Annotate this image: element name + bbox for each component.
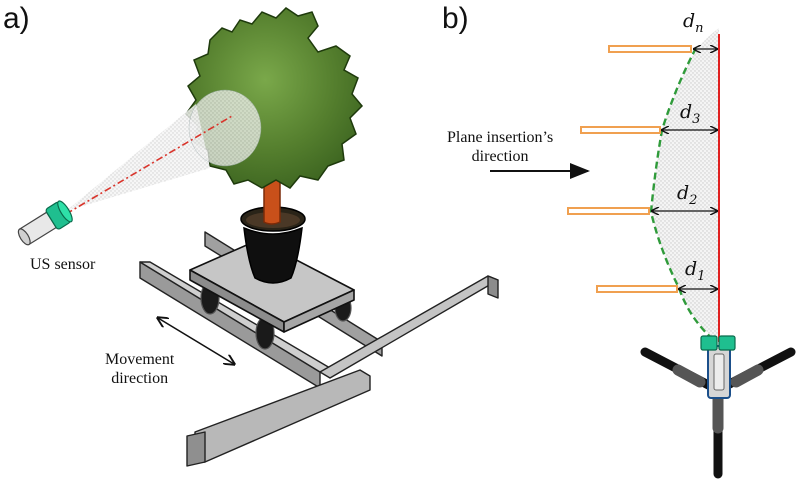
distance-arrows (652, 49, 717, 289)
beam-center-line (65, 115, 233, 215)
beam-footprint (188, 89, 262, 167)
sensor-label: US sensor (30, 256, 96, 273)
probe (608, 45, 692, 53)
rail-crossbar-right-end (487, 275, 499, 299)
holder-slot (713, 353, 725, 391)
b-sensor-holder (700, 335, 736, 399)
tree-trunk (263, 175, 281, 225)
probes (567, 45, 692, 293)
panel-a-label: a) (3, 2, 30, 35)
panel-b-label: b) (442, 2, 469, 35)
platform-side-right (283, 289, 355, 333)
plane-label-line1: Plane insertion’s (447, 129, 554, 146)
distance-label-d3: d3 (680, 101, 701, 127)
sensor-beam-cone (66, 104, 210, 211)
b-sensor-left (700, 335, 718, 351)
plane-label: Plane insertion’s direction (447, 128, 553, 166)
plane-label-line2: direction (471, 148, 529, 165)
distance-label-d2: d2 (677, 182, 698, 208)
movement-label-line2: direction (111, 370, 169, 387)
panel-b (490, 28, 796, 479)
probe (567, 207, 650, 215)
pot-body (243, 226, 303, 284)
us-sensor (17, 200, 73, 246)
rail-bar-bottom (194, 369, 371, 463)
movement-label: Movement direction (105, 350, 174, 388)
distance-label-dn: dn (683, 10, 704, 36)
sensor-back (17, 228, 31, 246)
probe (580, 126, 661, 134)
panel-a (17, 7, 499, 467)
distance-label-d1: d1 (685, 258, 706, 284)
probe (596, 285, 678, 293)
sensor-face (57, 200, 73, 223)
movement-arrow (158, 318, 234, 364)
movement-label-line1: Movement (105, 351, 175, 368)
rail-frame (139, 231, 499, 467)
b-sensor-right (718, 335, 736, 351)
rail-bar-bottom-end (186, 431, 206, 467)
